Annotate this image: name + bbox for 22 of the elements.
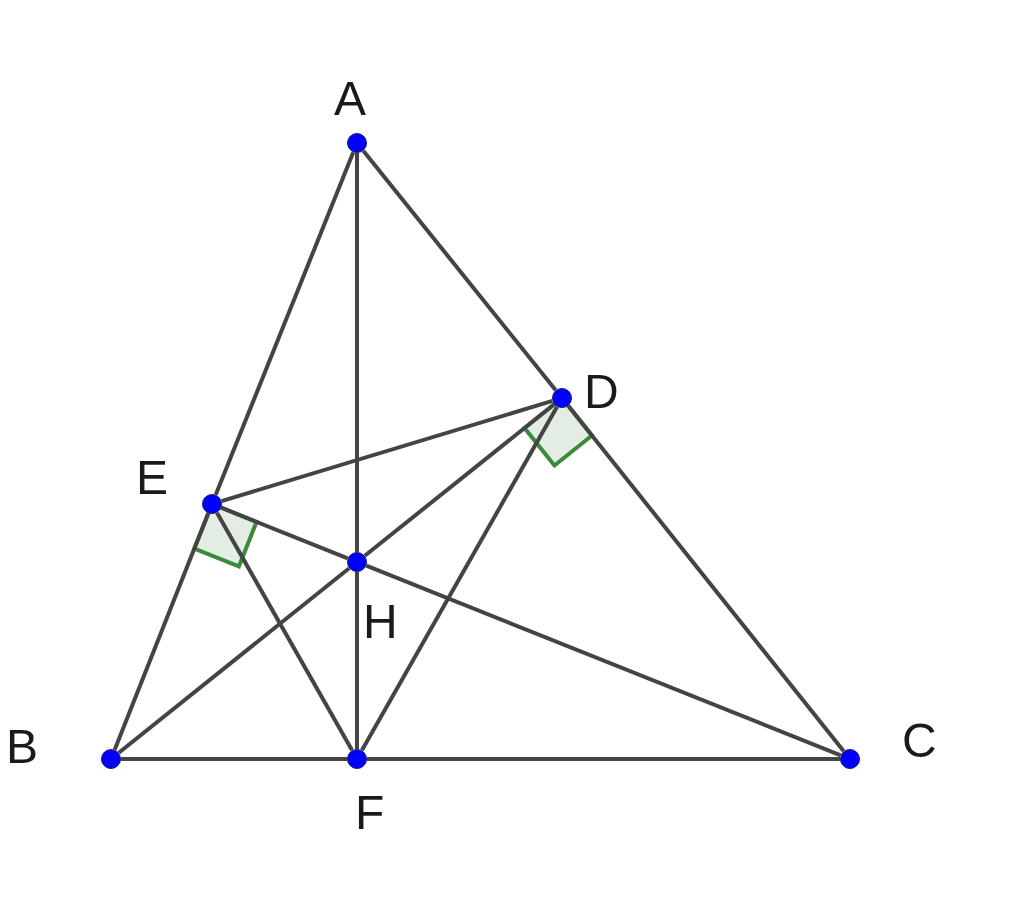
point-label: B bbox=[6, 723, 38, 771]
line-segment bbox=[117, 566, 351, 755]
point-label: H bbox=[363, 598, 398, 646]
line-segment bbox=[112, 512, 211, 751]
line-segment bbox=[121, 757, 347, 761]
line-segment bbox=[367, 757, 840, 761]
point-label: F bbox=[355, 789, 385, 837]
line-segment bbox=[363, 402, 556, 558]
line-segment bbox=[365, 563, 842, 758]
line-segment bbox=[213, 151, 356, 496]
line-segment bbox=[355, 153, 359, 552]
point-label: D bbox=[584, 368, 619, 416]
line-segment bbox=[221, 399, 553, 503]
line-segment bbox=[355, 572, 359, 749]
line-segment bbox=[220, 505, 349, 561]
point-label: E bbox=[136, 454, 168, 502]
line-segment bbox=[566, 404, 846, 753]
point-label: C bbox=[902, 717, 937, 765]
point-label: A bbox=[334, 75, 366, 123]
line-segment bbox=[361, 149, 558, 392]
line-segment bbox=[360, 405, 559, 752]
line-segment bbox=[215, 511, 354, 752]
